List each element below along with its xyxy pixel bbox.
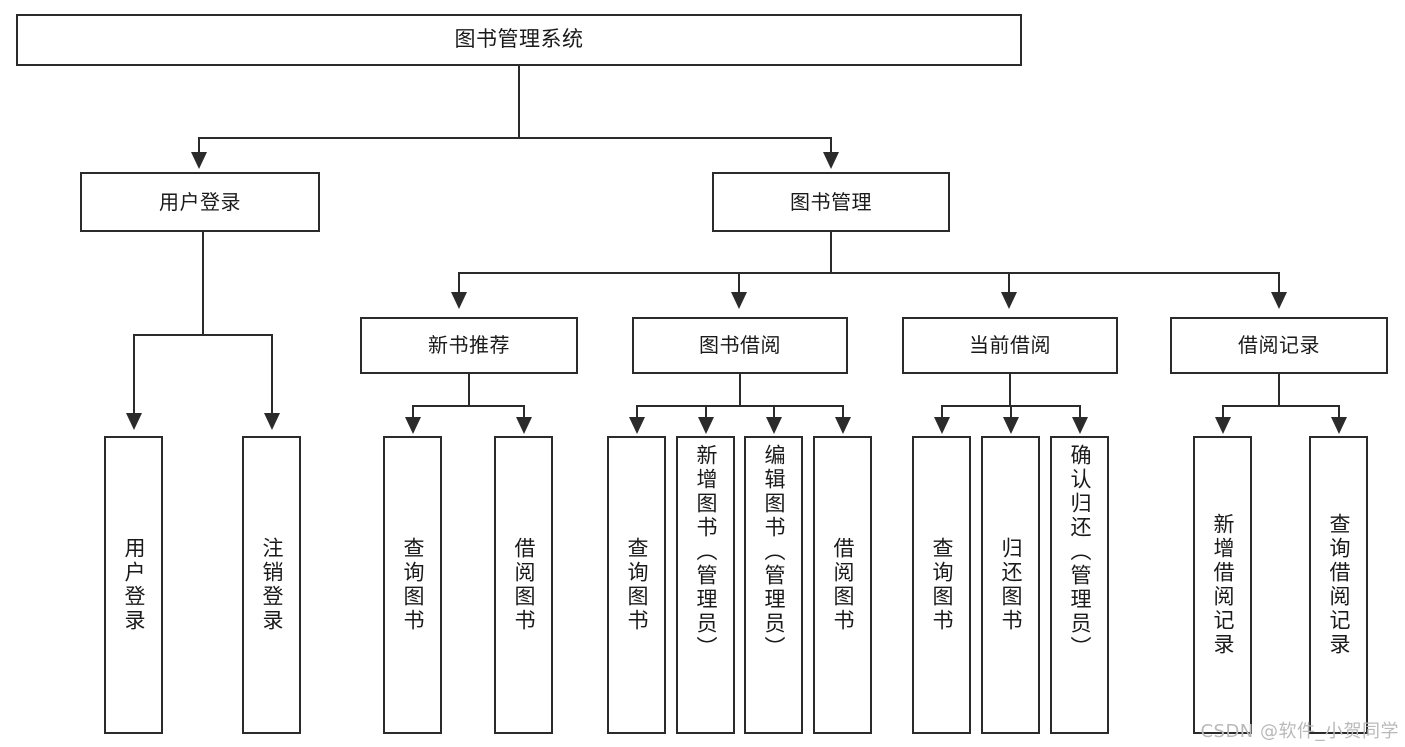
edge-to-leaf-confirm-return <box>1079 405 1081 419</box>
edge-borrow-record-stem <box>1278 374 1280 406</box>
edge-book-management-stem <box>830 232 832 274</box>
node-label: 查询图书 <box>625 537 649 633</box>
edge-to-leaf-borrow-book-2 <box>842 405 844 419</box>
edge-borrow-record-distributor <box>1222 405 1340 407</box>
node-label: 新书推荐 <box>428 333 510 358</box>
arrowhead-leaf-query-book-2 <box>629 417 645 434</box>
node-leaf-user-login[interactable]: 用户登录 <box>104 436 163 734</box>
arrowhead-leaf-query-record <box>1331 417 1347 434</box>
edge-book-borrow-distributor <box>636 405 844 407</box>
edge-to-leaf-add-record <box>1222 405 1224 419</box>
edge-to-leaf-logout-login <box>271 334 273 416</box>
edge-new-book-recommend-distributor <box>412 405 525 407</box>
edge-to-leaf-add-book <box>705 405 707 419</box>
node-label: 编辑图书（管理员） <box>762 444 786 660</box>
arrowhead-leaf-borrow-book-1 <box>516 417 532 434</box>
edge-root-distributor <box>198 137 832 139</box>
edge-to-borrow-record <box>1278 272 1280 294</box>
node-leaf-add-book[interactable]: 新增图书（管理员） <box>676 436 735 734</box>
node-borrow-record[interactable]: 借阅记录 <box>1170 317 1388 374</box>
arrowhead-current-borrow <box>1001 292 1017 309</box>
arrowhead-leaf-add-book <box>698 417 714 434</box>
node-leaf-return-book[interactable]: 归还图书 <box>981 436 1040 734</box>
arrowhead-leaf-query-book-3 <box>934 417 950 434</box>
node-root-system[interactable]: 图书管理系统 <box>16 14 1022 66</box>
node-leaf-add-record[interactable]: 新增借阅记录 <box>1193 436 1252 734</box>
node-label: 图书管理 <box>790 189 872 214</box>
arrowhead-leaf-query-book-1 <box>405 417 421 434</box>
arrowhead-book-borrow <box>731 292 747 309</box>
edge-to-current-borrow <box>1008 272 1010 294</box>
node-label: 查询借阅记录 <box>1327 513 1351 657</box>
node-label: 用户登录 <box>159 189 241 214</box>
edge-to-new-book-recommend <box>458 272 460 294</box>
edge-user-login-distributor <box>133 334 273 336</box>
edge-to-leaf-query-book-1 <box>412 405 414 419</box>
node-leaf-borrow-book-1[interactable]: 借阅图书 <box>494 436 553 734</box>
node-new-book-recommend[interactable]: 新书推荐 <box>360 317 578 374</box>
node-label: 当前借阅 <box>969 333 1051 358</box>
node-leaf-query-book-1[interactable]: 查询图书 <box>383 436 442 734</box>
node-label: 借阅图书 <box>512 537 536 633</box>
node-current-borrow[interactable]: 当前借阅 <box>902 317 1118 374</box>
edge-root-to-user-login <box>198 137 200 155</box>
node-label: 确认归还（管理员） <box>1068 444 1092 660</box>
node-user-login[interactable]: 用户登录 <box>80 172 320 232</box>
node-book-borrow[interactable]: 图书借阅 <box>632 317 848 374</box>
node-leaf-query-record[interactable]: 查询借阅记录 <box>1309 436 1368 734</box>
edge-to-leaf-edit-book <box>773 405 775 419</box>
edge-book-borrow-stem <box>739 374 741 406</box>
edge-to-leaf-borrow-book-1 <box>523 405 525 419</box>
node-label: 图书管理系统 <box>454 27 584 52</box>
watermark-text: CSDN @软件_小贺同学 <box>1200 721 1399 742</box>
node-leaf-query-book-3[interactable]: 查询图书 <box>912 436 971 734</box>
node-label: 查询图书 <box>930 537 954 633</box>
arrowhead-leaf-edit-book <box>766 417 782 434</box>
edge-to-leaf-query-book-3 <box>941 405 943 419</box>
node-leaf-borrow-book-2[interactable]: 借阅图书 <box>813 436 872 734</box>
edge-current-borrow-stem <box>1009 374 1011 406</box>
arrowhead-leaf-return-book <box>1003 417 1019 434</box>
edge-to-book-borrow <box>738 272 740 294</box>
node-label: 归还图书 <box>999 537 1023 633</box>
node-leaf-edit-book[interactable]: 编辑图书（管理员） <box>744 436 803 734</box>
node-leaf-logout-login[interactable]: 注销登录 <box>242 436 301 734</box>
node-leaf-confirm-return[interactable]: 确认归还（管理员） <box>1050 436 1109 734</box>
edge-level3-distributor <box>458 272 1280 274</box>
arrowhead-leaf-add-record <box>1215 417 1231 434</box>
node-label: 查询图书 <box>401 537 425 633</box>
node-label: 用户登录 <box>122 537 146 633</box>
node-book-management[interactable]: 图书管理 <box>712 172 950 232</box>
arrowhead-user-login <box>191 152 207 169</box>
node-label: 新增借阅记录 <box>1211 513 1235 657</box>
arrowhead-book-management <box>823 152 839 169</box>
edge-root-stem <box>518 66 520 138</box>
node-leaf-query-book-2[interactable]: 查询图书 <box>607 436 666 734</box>
arrowhead-leaf-confirm-return <box>1072 417 1088 434</box>
edge-user-login-stem <box>202 232 204 335</box>
arrowhead-new-book-recommend <box>451 292 467 309</box>
edge-to-leaf-user-login <box>133 334 135 416</box>
edge-to-leaf-query-record <box>1338 405 1340 419</box>
node-label: 注销登录 <box>260 537 284 633</box>
edge-to-leaf-return-book <box>1010 405 1012 419</box>
arrowhead-leaf-logout-login <box>264 413 280 430</box>
arrowhead-leaf-borrow-book-2 <box>835 417 851 434</box>
node-label: 借阅记录 <box>1238 333 1320 358</box>
node-label: 借阅图书 <box>831 537 855 633</box>
arrowhead-borrow-record <box>1271 292 1287 309</box>
arrowhead-leaf-user-login <box>126 413 142 430</box>
edge-to-leaf-query-book-2 <box>636 405 638 419</box>
edge-new-book-recommend-stem <box>468 374 470 406</box>
node-label: 新增图书（管理员） <box>694 444 718 660</box>
edge-root-to-book-management <box>830 137 832 155</box>
node-label: 图书借阅 <box>699 333 781 358</box>
